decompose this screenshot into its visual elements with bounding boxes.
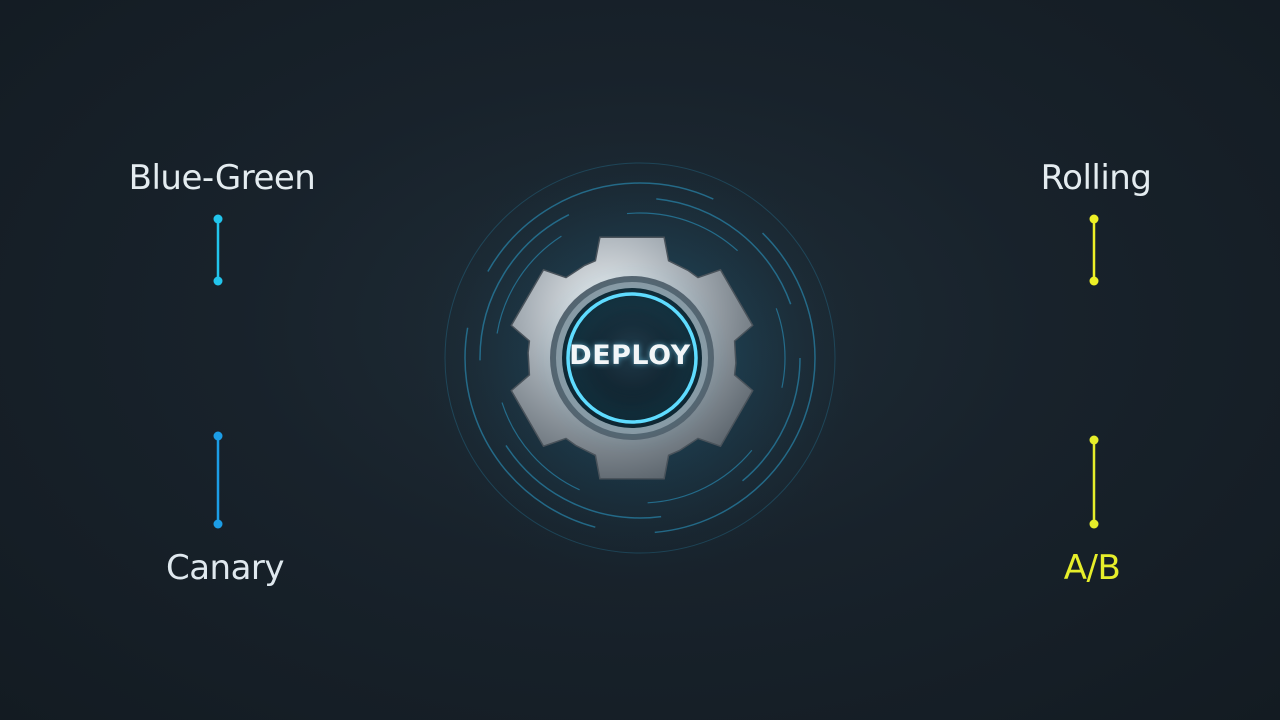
- label-connectors: [213, 214, 1099, 529]
- strategy-label-canary: Canary: [165, 548, 285, 588]
- concentric-rings: [444, 162, 836, 554]
- outer-ring-arc: [464, 182, 816, 534]
- faint-ring: [444, 162, 836, 554]
- connector-dot-ab-2: [1089, 519, 1099, 529]
- strategy-label-blue-green: Blue-Green: [128, 158, 316, 198]
- connector-dot-canary-2: [213, 519, 223, 529]
- ring-light: [566, 292, 698, 424]
- gear-icon: [510, 236, 754, 480]
- connector-dot-rolling-2: [1089, 276, 1099, 286]
- gear-core: [562, 288, 702, 428]
- strategy-line-groups: [0, 278, 1280, 439]
- connector-dot-canary-1: [213, 431, 223, 441]
- strategy-label-rolling: Rolling: [1040, 158, 1152, 198]
- strategy-label-ab: A/B: [1063, 548, 1121, 588]
- deploy-label: DEPLOY: [569, 340, 691, 371]
- connector-dot-ab-1: [1089, 435, 1099, 445]
- connector-dot-rolling-1: [1089, 214, 1099, 224]
- inner-ring-arc: [494, 212, 786, 504]
- connector-dot-blue-green-1: [213, 214, 223, 224]
- connector-dot-blue-green-2: [213, 276, 223, 286]
- middle-ring-arc: [479, 197, 801, 519]
